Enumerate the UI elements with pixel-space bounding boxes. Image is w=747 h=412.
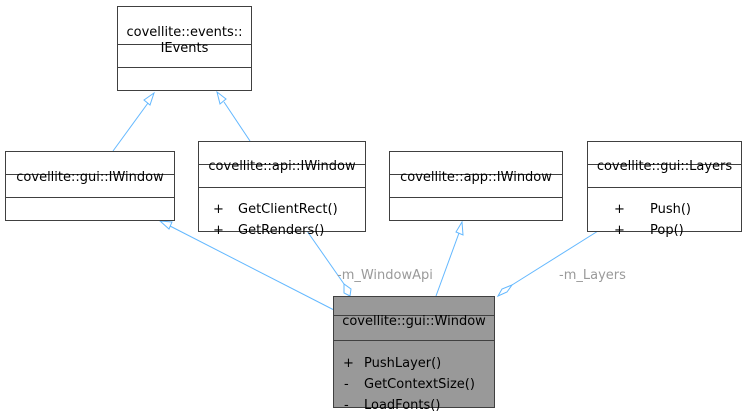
class-box-app-iwindow[interactable]: covellite::app::IWindow xyxy=(389,151,563,221)
inheritance-arrowhead-icon xyxy=(143,91,155,106)
edge-window-to-app-iwindow xyxy=(435,232,460,297)
edge-gui-iwindow-to-ievents xyxy=(112,102,149,152)
class-title: IEvents xyxy=(161,41,209,56)
member-visibility: + xyxy=(213,202,224,217)
inheritance-arrowhead-icon xyxy=(216,90,227,105)
member-name: Push() xyxy=(650,202,691,217)
edge-label-window-api: -m_WindowApi xyxy=(337,268,433,283)
inheritance-arrowhead-icon xyxy=(455,220,464,236)
member-visibility: - xyxy=(344,377,349,392)
class-title: covellite::gui::Window xyxy=(342,314,486,329)
member-name: PushLayer() xyxy=(364,356,441,371)
member-name: GetContextSize() xyxy=(364,377,475,392)
diagram-edges xyxy=(112,90,599,311)
member-visibility: + xyxy=(614,202,625,217)
class-title: covellite::app::IWindow xyxy=(400,170,552,185)
edge-window-to-gui-iwindow xyxy=(169,225,335,311)
class-title: covellite::api::IWindow xyxy=(208,159,356,174)
class-box-gui-window[interactable]: covellite::gui::Window + PushLayer() - G… xyxy=(333,296,495,412)
member-name: LoadFonts() xyxy=(364,398,440,412)
class-box-gui-layers[interactable]: covellite::gui::Layers + Push() + Pop() xyxy=(587,141,742,239)
edge-window-to-api-iwindow xyxy=(306,230,345,285)
class-title: covellite::events:: xyxy=(126,25,242,40)
class-box-gui-iwindow[interactable]: covellite::gui::IWindow xyxy=(5,151,175,221)
edge-api-iwindow-to-ievents xyxy=(223,101,251,142)
member-visibility: + xyxy=(614,223,625,238)
class-title: covellite::gui::Layers xyxy=(597,159,733,174)
member-name: GetClientRect() xyxy=(238,202,338,217)
inheritance-arrowhead-icon xyxy=(158,220,173,230)
member-visibility: - xyxy=(344,398,349,412)
aggregation-diamond-icon xyxy=(343,283,352,297)
class-box-ievents[interactable]: covellite::events:: IEvents xyxy=(117,6,252,91)
class-title: covellite::gui::IWindow xyxy=(16,170,164,185)
member-name: GetRenders() xyxy=(238,223,324,238)
member-name: Pop() xyxy=(650,223,684,238)
class-box-api-iwindow[interactable]: covellite::api::IWindow + GetClientRect(… xyxy=(198,141,366,239)
edge-label-layers: -m_Layers xyxy=(559,268,626,283)
aggregation-diamond-icon xyxy=(496,283,514,298)
edge-window-to-gui-layers xyxy=(511,230,599,286)
member-visibility: + xyxy=(213,223,224,238)
member-visibility: + xyxy=(343,356,354,371)
